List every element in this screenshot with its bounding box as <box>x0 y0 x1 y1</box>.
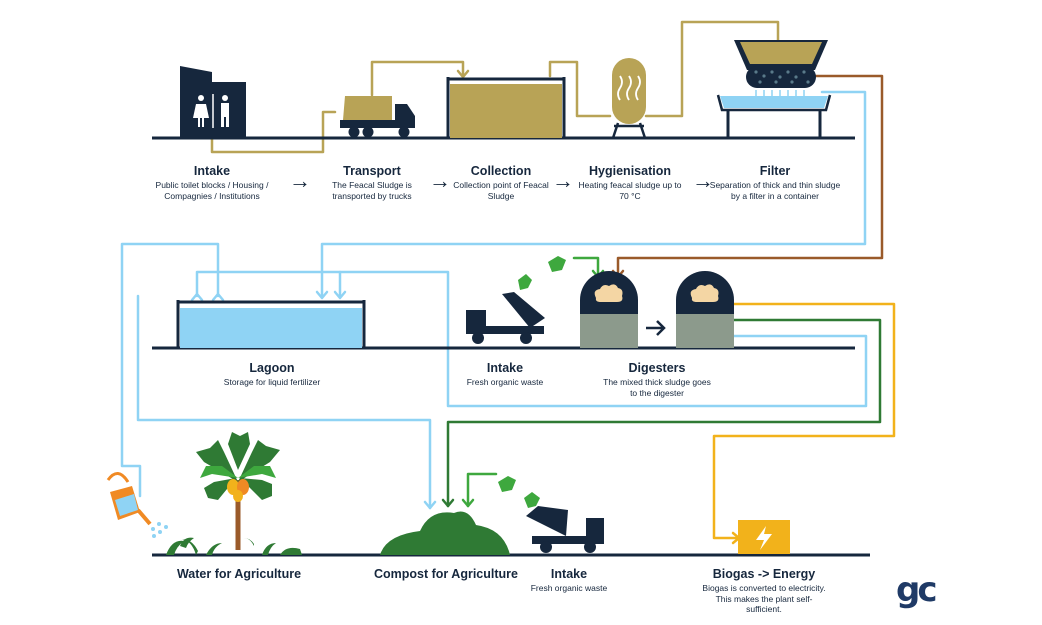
step-desc: The Feacal Sludge is transported by truc… <box>332 180 412 201</box>
arrow-digester-digester <box>646 320 666 336</box>
generator-bolt-icon <box>738 520 790 554</box>
arrowhead-compost-waste <box>461 498 475 508</box>
tipper-truck-icon-1 <box>466 292 545 344</box>
step-title: Lagoon <box>249 361 295 375</box>
step-digesters: Digesters The mixed thick sludge goes to… <box>602 361 712 398</box>
pipe-toilet-truck <box>210 110 337 154</box>
step-title: Filter <box>759 164 791 178</box>
step-intake-toilets: Intake Public toilet blocks / Housing / … <box>132 164 292 201</box>
truck-icon <box>340 96 415 138</box>
step-title: Intake <box>550 567 588 581</box>
step-biogas: Biogas -> Energy Biogas is converted to … <box>699 567 829 615</box>
digester-icon-1 <box>580 271 638 348</box>
step-intake-waste-1: Intake Fresh organic waste <box>450 361 560 388</box>
arrowhead-lagoon-3 <box>315 290 329 300</box>
gc-logo: gc <box>896 570 937 610</box>
compost-heap-icon <box>380 511 510 555</box>
organic-waste-icon-1 <box>518 256 566 290</box>
step-desc: Fresh organic waste <box>466 377 544 387</box>
step-collection: Collection Collection point of Feacal Sl… <box>451 164 551 201</box>
step-desc: Separation of thick and thin sludge by a… <box>709 180 841 201</box>
pipe-lagoon-top-a <box>195 270 342 298</box>
step-desc: The mixed thick sludge goes to the diges… <box>603 377 711 398</box>
step-title: Transport <box>343 164 401 178</box>
pipe-digester-compost <box>446 318 882 508</box>
tipper-truck-icon-2 <box>526 506 604 553</box>
collection-tank-icon <box>446 77 566 138</box>
organic-waste-icon-2 <box>498 476 540 508</box>
step-title: Intake <box>193 164 231 178</box>
pipe-digester-biogas <box>712 302 896 540</box>
step-intake-waste-2: Intake Fresh organic waste <box>514 567 624 594</box>
pipe-waste-digester <box>572 256 600 278</box>
step-water-agri: Water for Agriculture <box>154 567 324 582</box>
digester-icon-2 <box>676 271 734 348</box>
arrow-4: → <box>692 168 714 193</box>
arrowhead-collection <box>456 69 470 79</box>
arrow-2: → <box>429 168 451 193</box>
step-title: Compost for Agriculture <box>374 567 518 581</box>
pipe-digester-lagoon <box>338 270 868 408</box>
step-desc: Fresh organic waste <box>530 583 608 593</box>
step-title: Intake <box>486 361 524 375</box>
pipe-filter-lagoon <box>320 90 867 298</box>
arrowhead-compost-green <box>441 498 455 508</box>
step-compost-agri: Compost for Agriculture <box>361 567 531 582</box>
step-transport: Transport The Feacal Sludge is transport… <box>317 164 427 201</box>
pipe-collection-hygienisation <box>548 60 612 118</box>
pipe-hygienisation-filter <box>644 20 780 118</box>
arrowhead-lagoon-1 <box>190 292 204 302</box>
papaya-tree-icon <box>196 432 280 550</box>
step-desc: Storage for liquid fertilizer <box>223 377 321 387</box>
step-lagoon: Lagoon Storage for liquid fertilizer <box>197 361 347 388</box>
step-hygienisation: Hygienisation Heating feacal sludge up t… <box>575 164 685 201</box>
step-filter: Filter Separation of thick and thin slud… <box>705 164 845 201</box>
step-title: Water for Agriculture <box>176 567 302 581</box>
step-desc: Public toilet blocks / Housing / Compagn… <box>155 180 269 201</box>
step-desc: Biogas is converted to electricity. This… <box>702 583 826 614</box>
toilet-building-icon <box>180 66 246 138</box>
arrow-1: → <box>289 168 311 193</box>
pipe-truck-collection <box>370 60 465 97</box>
pipe-lagoon-watering <box>120 242 220 498</box>
watering-can-icon <box>106 472 168 538</box>
arrowhead-lagoon-4 <box>333 290 347 300</box>
step-title: Collection <box>470 164 532 178</box>
step-title: Biogas -> Energy <box>712 567 816 581</box>
filter-container-icon <box>716 40 832 138</box>
hygienisation-tank-icon <box>611 58 647 139</box>
step-title: Hygienisation <box>589 164 671 178</box>
seedlings-icon <box>166 537 302 555</box>
lagoon-basin-icon <box>176 300 366 348</box>
arrow-3: → <box>552 168 574 193</box>
arrowhead-lagoon-2 <box>211 292 225 302</box>
pipe-waste-compost <box>466 472 498 508</box>
step-title: Digesters <box>628 361 686 375</box>
step-desc: Heating feacal sludge up to 70 °C <box>578 180 682 201</box>
pipe-lagoon-compost <box>136 294 432 510</box>
step-desc: Collection point of Feacal Sludge <box>453 180 549 201</box>
pipe-filter-digesters <box>616 74 884 278</box>
arrowhead-compost-blue <box>423 500 437 510</box>
